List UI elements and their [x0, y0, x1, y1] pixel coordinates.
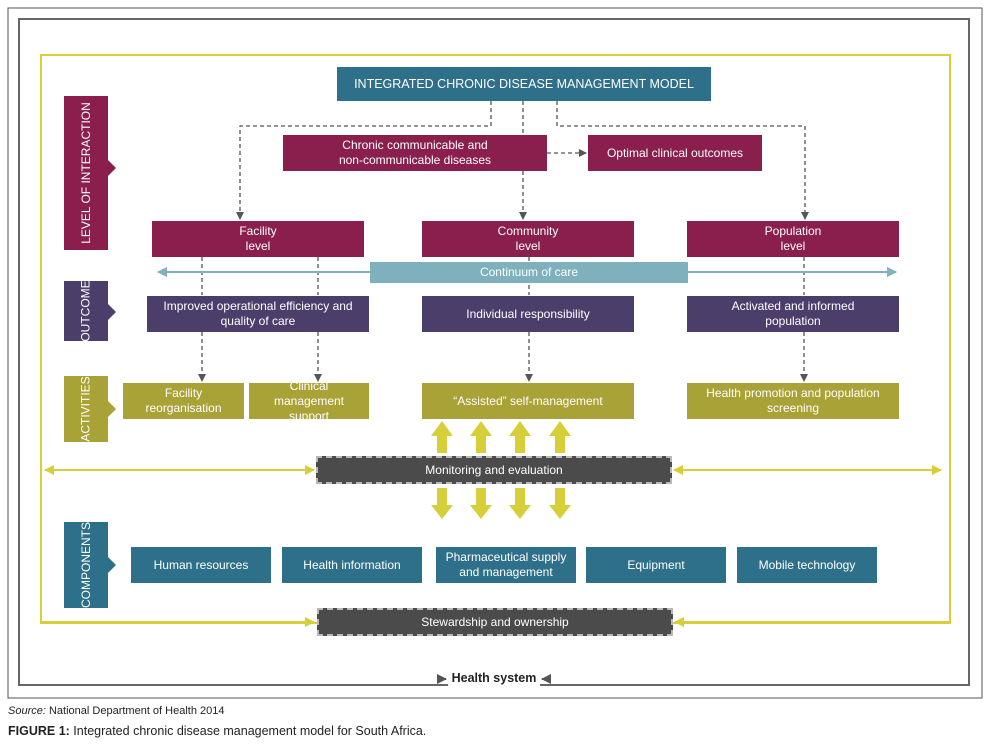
- level-chevron: [108, 160, 116, 176]
- source-text: National Department of Health 2014: [48, 705, 225, 717]
- component-health-information: Health information: [282, 547, 422, 583]
- down-arrows: [431, 488, 571, 519]
- diseases-box: Chronic communicable and non-communicabl…: [283, 135, 547, 171]
- level-of-interaction-label: LEVEL OF INTERACTION: [64, 96, 108, 250]
- community-level-box: Community level: [422, 221, 634, 257]
- activity-clinical-support-box: Clinical management support: [249, 379, 369, 423]
- activity-health-promotion-box: Health promotion and population screenin…: [687, 383, 899, 419]
- outcome-label: OUTCOME: [64, 280, 108, 342]
- component-human-resources: Human resources: [131, 547, 271, 583]
- monitoring-evaluation-bar: Monitoring and evaluation: [316, 456, 672, 484]
- facility-level-box: Facility level: [152, 221, 364, 257]
- figure-label: FIGURE 1:: [8, 724, 70, 738]
- components-label: COMPONENTS: [64, 522, 108, 608]
- continuum-of-care: Continuum of care: [370, 262, 688, 283]
- outcome-community-box: Individual responsibility: [422, 296, 634, 332]
- model-title: INTEGRATED CHRONIC DISEASE MANAGEMENT MO…: [337, 67, 711, 101]
- health-system-frame: [18, 18, 970, 686]
- activities-chevron: [108, 401, 116, 417]
- activities-label: ACTIVITIES: [64, 376, 108, 442]
- outcome-population-box: Activated and informed population: [687, 296, 899, 332]
- figure-text: Integrated chronic disease management mo…: [73, 724, 427, 738]
- up-arrows: [431, 421, 571, 453]
- outcome-facility-box: Improved operational efficiency and qual…: [147, 296, 369, 332]
- outer-border: [7, 7, 983, 699]
- components-chevron: [108, 557, 116, 573]
- component-equipment: Equipment: [586, 547, 726, 583]
- outcome-chevron: [108, 304, 116, 320]
- activity-reorganisation-box: Facility reorganisation: [123, 383, 244, 419]
- source-line: Source: National Department of Health 20…: [8, 705, 224, 717]
- component-mobile-technology: Mobile technology: [737, 547, 877, 583]
- population-level-box: Population level: [687, 221, 899, 257]
- optimal-outcomes-box: Optimal clinical outcomes: [588, 135, 762, 171]
- figure-caption: FIGURE 1: Integrated chronic disease man…: [8, 724, 426, 738]
- component-pharmaceutical-supply: Pharmaceutical supply and management: [436, 547, 576, 583]
- stewardship-bar: Stewardship and ownership: [317, 608, 673, 636]
- source-label: Source:: [8, 705, 46, 717]
- activity-self-management-box: “Assisted” self-management: [422, 383, 634, 419]
- dashed-connectors: [198, 101, 809, 382]
- health-system-label: Health system: [448, 671, 540, 687]
